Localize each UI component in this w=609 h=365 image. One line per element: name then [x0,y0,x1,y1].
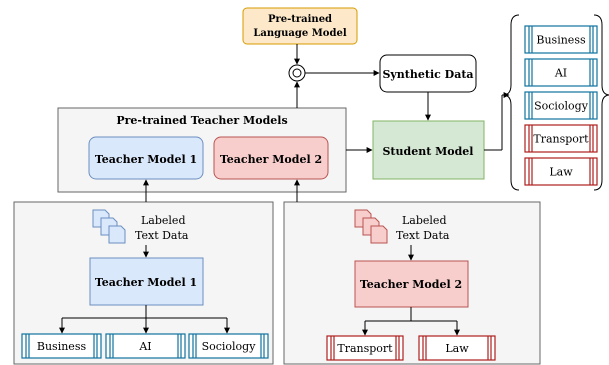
student-model-box [372,120,485,180]
right-domain-law: Law [418,335,496,361]
left-domain-sociology: Sociology [188,333,269,359]
right-labeled-text-line1: Labeled [402,214,446,227]
output-label-transport: Transport [524,124,598,153]
edges [59,44,510,336]
left-domain-business: Business [21,333,102,359]
left-teacher-model-label: Teacher Model 1 [95,276,197,289]
left-domain-business-text: Business [37,340,87,353]
teacher-models-title: Pre-trained Teacher Models [116,114,287,127]
output-label-ai: AI [524,58,598,87]
output-label-business: Business [524,25,598,54]
left-teacher-model-box [89,257,204,306]
left-curly-bracket [502,14,520,191]
pretrained-llm-box [242,7,358,45]
left-domain-sociology-text: Sociology [202,340,257,353]
output-label-transport-text: Transport [533,133,589,146]
output-label-business-text: Business [536,34,586,47]
right-domain-transport: Transport [326,335,404,361]
teacher-model-1-box [88,136,204,180]
left-labeled-text-line1: Labeled [141,214,185,227]
left-labeled-text-line2: Text Data [135,229,189,242]
llm-label-line2: Language Model [253,28,346,39]
right-teacher-model-box [354,260,469,308]
output-label-law: Law [524,157,598,186]
teacher-model-2-box [213,136,329,180]
output-label-ai-text: AI [554,67,567,80]
teacher-model-1-label: Teacher Model 1 [95,153,197,166]
student-model-label: Student Model [382,145,473,158]
right-labeled-data-icon [354,209,388,244]
right-labeled-text-line2: Text Data [396,229,450,242]
combine-operator-inner-icon [292,68,302,78]
teacher-model-2-label: Teacher Model 2 [220,153,322,166]
left-domain-ai-text: AI [138,340,151,353]
right-domain-transport-text: Transport [337,342,393,355]
right-domain-labels: Transport Law [326,335,496,361]
right-curly-bracket [593,14,609,191]
left-labeled-data-icon [92,209,126,244]
output-label-sociology-text: Sociology [534,100,589,113]
output-label-sociology: Sociology [524,91,598,120]
left-domain-ai: AI [105,333,186,359]
right-teacher-model-label: Teacher Model 2 [360,278,462,291]
synthetic-data-label: Synthetic Data [382,68,473,81]
left-domain-labels: Business AI Sociology [21,333,269,359]
llm-label-line1: Pre-trained [268,14,332,25]
right-domain-law-text: Law [445,342,469,355]
output-label-law-text: Law [549,166,573,179]
